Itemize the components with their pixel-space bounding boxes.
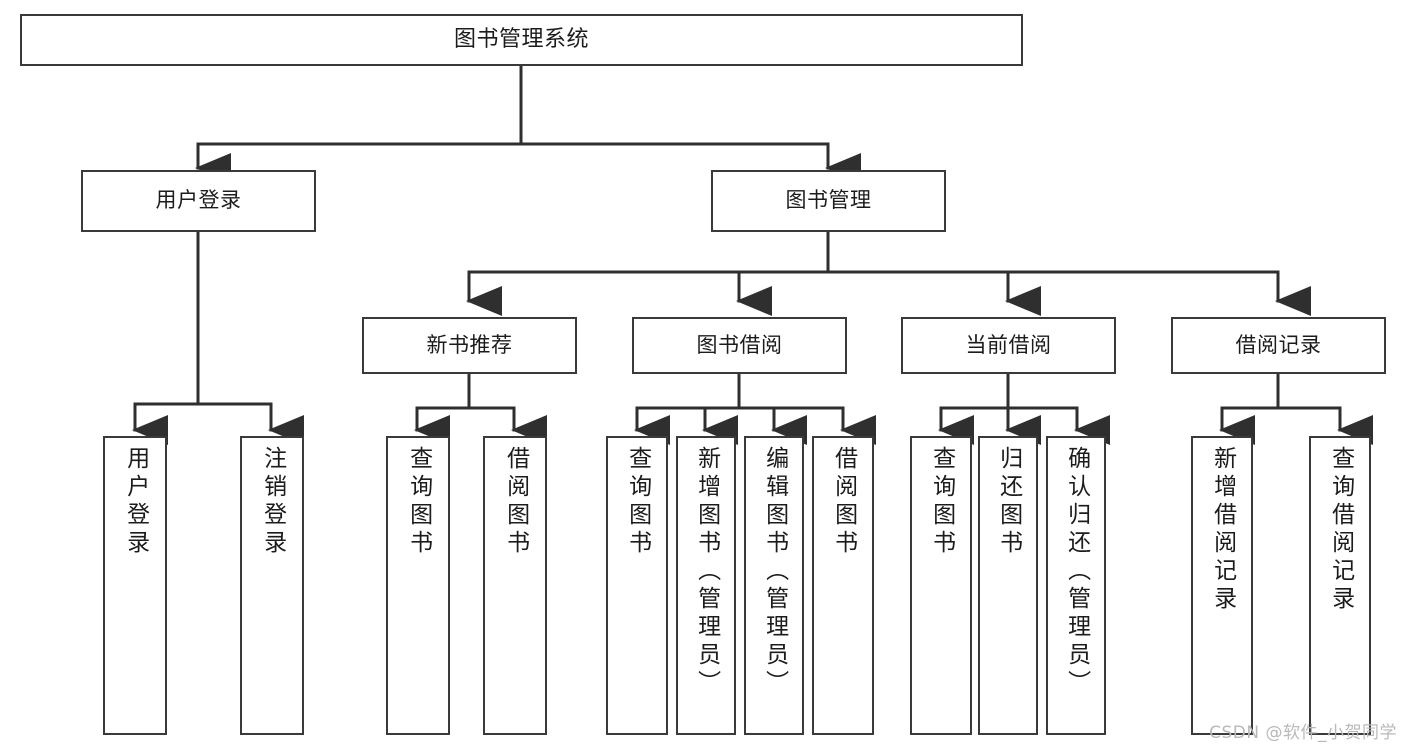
node-user-login[interactable]: 用户登录: [81, 170, 316, 232]
leaf-recommend-query-book[interactable]: 查询图书: [386, 436, 450, 735]
node-label: 图书管理: [785, 188, 872, 213]
node-label: 查询借阅记录: [1327, 446, 1354, 614]
node-label: 用户登录: [155, 188, 242, 213]
node-root-system[interactable]: 图书管理系统: [20, 14, 1023, 66]
node-label: 用户登录: [122, 446, 149, 558]
leaf-borrow-query-book[interactable]: 查询图书: [606, 436, 668, 735]
watermark-text: CSDN @软件_小贺同学: [1209, 723, 1397, 743]
node-label: 借阅记录: [1235, 332, 1322, 357]
node-book-management[interactable]: 图书管理: [711, 170, 946, 232]
node-label: 新增图书（管理员）: [693, 446, 720, 698]
node-label: 新书推荐: [426, 332, 513, 357]
leaf-record-query-record[interactable]: 查询借阅记录: [1309, 436, 1371, 735]
leaf-borrow-add-book-admin[interactable]: 新增图书（管理员）: [676, 436, 736, 735]
node-current-borrow[interactable]: 当前借阅: [901, 317, 1116, 374]
leaf-borrow-borrow-book[interactable]: 借阅图书: [812, 436, 874, 735]
node-label: 图书管理系统: [453, 27, 589, 53]
node-label: 注销登录: [259, 446, 286, 558]
node-label: 编辑图书（管理员）: [761, 446, 788, 698]
node-label: 借阅图书: [830, 446, 857, 558]
leaf-user-logout[interactable]: 注销登录: [240, 436, 304, 735]
leaf-record-add-record[interactable]: 新增借阅记录: [1191, 436, 1253, 735]
node-label: 归还图书: [995, 446, 1022, 558]
leaf-user-login[interactable]: 用户登录: [103, 436, 167, 735]
node-book-borrow[interactable]: 图书借阅: [632, 317, 847, 374]
node-borrow-record[interactable]: 借阅记录: [1171, 317, 1386, 374]
node-label: 查询图书: [624, 446, 651, 558]
node-label: 新增借阅记录: [1209, 446, 1236, 614]
node-label: 查询图书: [928, 446, 955, 558]
leaf-current-return-book[interactable]: 归还图书: [978, 436, 1038, 735]
node-label: 借阅图书: [502, 446, 529, 558]
leaf-recommend-borrow-book[interactable]: 借阅图书: [483, 436, 547, 735]
node-label: 当前借阅: [965, 332, 1052, 357]
leaf-borrow-edit-book-admin[interactable]: 编辑图书（管理员）: [744, 436, 804, 735]
node-label: 查询图书: [405, 446, 432, 558]
node-label: 确认归还（管理员）: [1063, 446, 1090, 698]
leaf-current-confirm-return-admin[interactable]: 确认归还（管理员）: [1046, 436, 1106, 735]
node-label: 图书借阅: [696, 332, 783, 357]
node-new-book-recommend[interactable]: 新书推荐: [362, 317, 577, 374]
leaf-current-query-book[interactable]: 查询图书: [910, 436, 972, 735]
